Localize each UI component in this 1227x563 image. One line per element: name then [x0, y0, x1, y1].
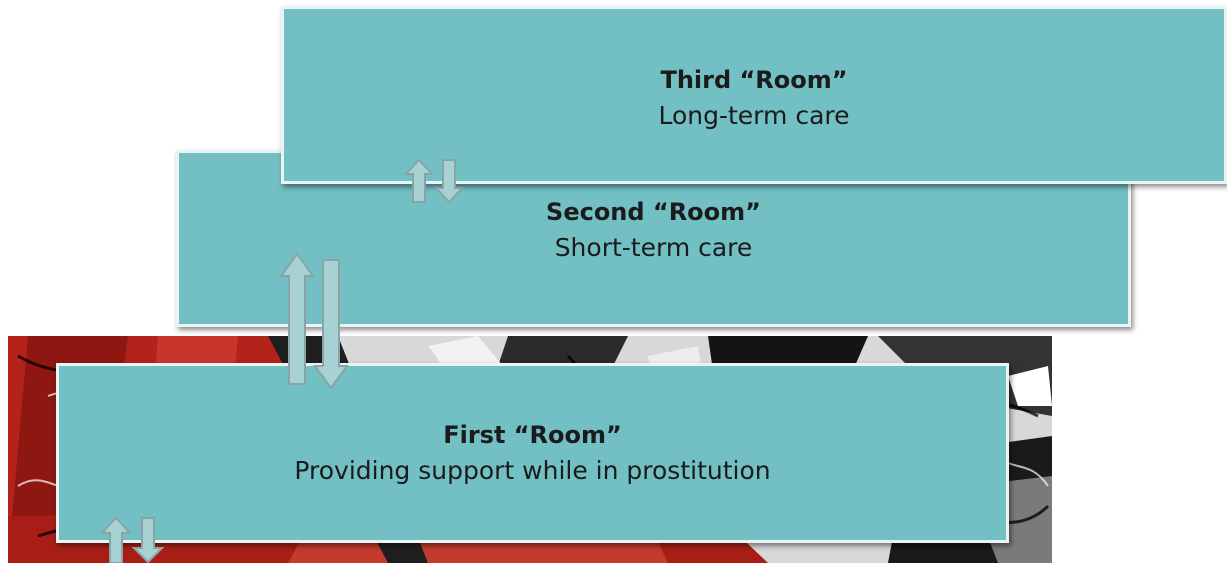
- second-room-title: Second “Room”: [179, 194, 1128, 230]
- third-room-subtitle: Long-term care: [284, 98, 1224, 134]
- up-arrow-icon: [406, 160, 432, 202]
- first-room-subtitle: Providing support while in prostitution: [59, 453, 1006, 489]
- arrow-pair-second-first: [276, 252, 356, 392]
- first-room-box: First “Room” Providing support while in …: [56, 363, 1009, 543]
- up-arrow-icon: [281, 254, 313, 384]
- down-arrow-icon: [134, 518, 162, 562]
- third-room-title: Third “Room”: [284, 62, 1224, 98]
- arrow-pair-first-bottom: [100, 516, 170, 563]
- down-arrow-icon: [436, 160, 462, 202]
- up-arrow-icon: [102, 518, 130, 563]
- first-room-title: First “Room”: [59, 417, 1006, 453]
- down-arrow-icon: [315, 260, 347, 388]
- arrow-pair-third-second: [405, 158, 469, 204]
